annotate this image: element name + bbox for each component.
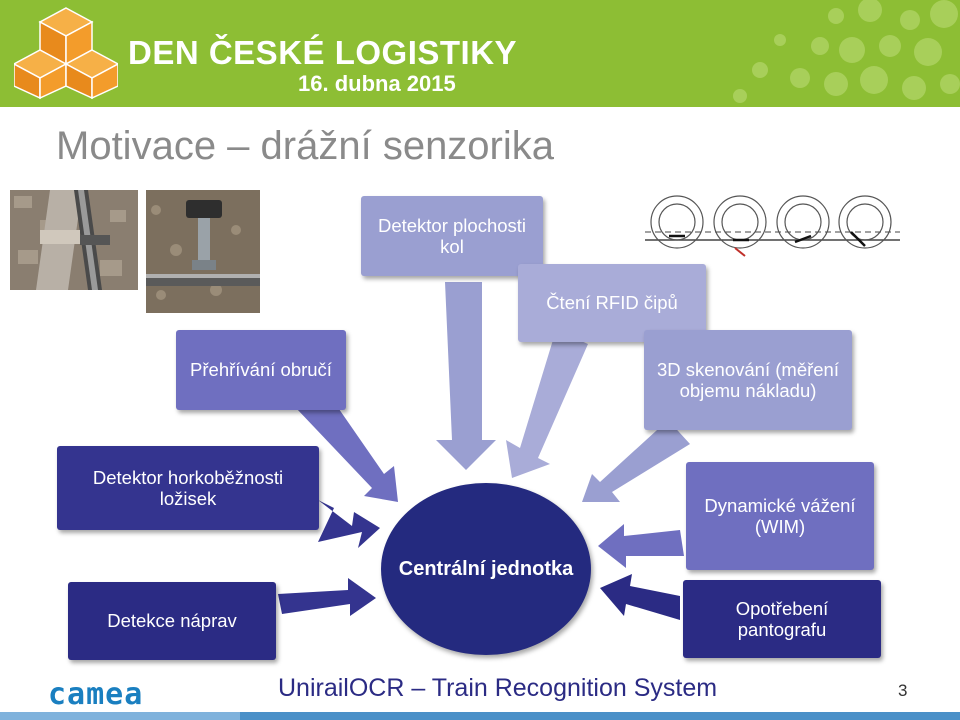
node-scan3d: 3D skenování (měření objemu nákladu) xyxy=(644,330,852,430)
cube-logo-icon xyxy=(14,7,118,100)
arrow-flat-wheel xyxy=(436,282,496,470)
arrow-hotbox xyxy=(318,500,380,548)
header-band: DEN ČESKÉ LOGISTIKY 16. dubna 2015 xyxy=(0,0,960,107)
node-rfid: Čtení RFID čipů xyxy=(518,264,706,342)
event-title: DEN ČESKÉ LOGISTIKY xyxy=(128,34,518,71)
photo-track-sensor xyxy=(146,190,260,313)
node-hotbox: Detektor horkoběžnosti ložisek xyxy=(57,446,319,530)
node-wim: Dynamické vážení (WIM) xyxy=(686,462,874,570)
arrow-wim xyxy=(598,524,684,568)
arrow-overheat xyxy=(296,396,398,502)
slide-title: Motivace – drážní senzorika xyxy=(56,124,555,168)
header-dot-pattern xyxy=(733,0,960,103)
footer-bar-accent xyxy=(0,712,240,720)
node-flat-wheel: Detektor plochosti kol xyxy=(361,196,543,276)
photo-rail-track xyxy=(10,190,138,290)
camea-logo: camea xyxy=(48,677,144,712)
node-central-unit: Centrální jednotka xyxy=(381,483,591,655)
node-pantograph: Opotřebení pantografu xyxy=(683,580,881,658)
arrow-axle xyxy=(278,578,376,616)
photo-wheel-diagram xyxy=(645,192,900,258)
arrow-rfid xyxy=(506,330,588,478)
arrow-scan3d xyxy=(582,420,690,502)
footer-title: UnirailOCR – Train Recognition System xyxy=(278,674,718,702)
page-number: 3 xyxy=(898,681,908,700)
arrow-pantograph xyxy=(600,574,680,620)
event-date: 16. dubna 2015 xyxy=(298,71,456,96)
node-axle: Detekce náprav xyxy=(68,582,276,660)
node-overheat: Přehřívání obručí xyxy=(176,330,346,410)
footer-bar xyxy=(0,712,960,720)
